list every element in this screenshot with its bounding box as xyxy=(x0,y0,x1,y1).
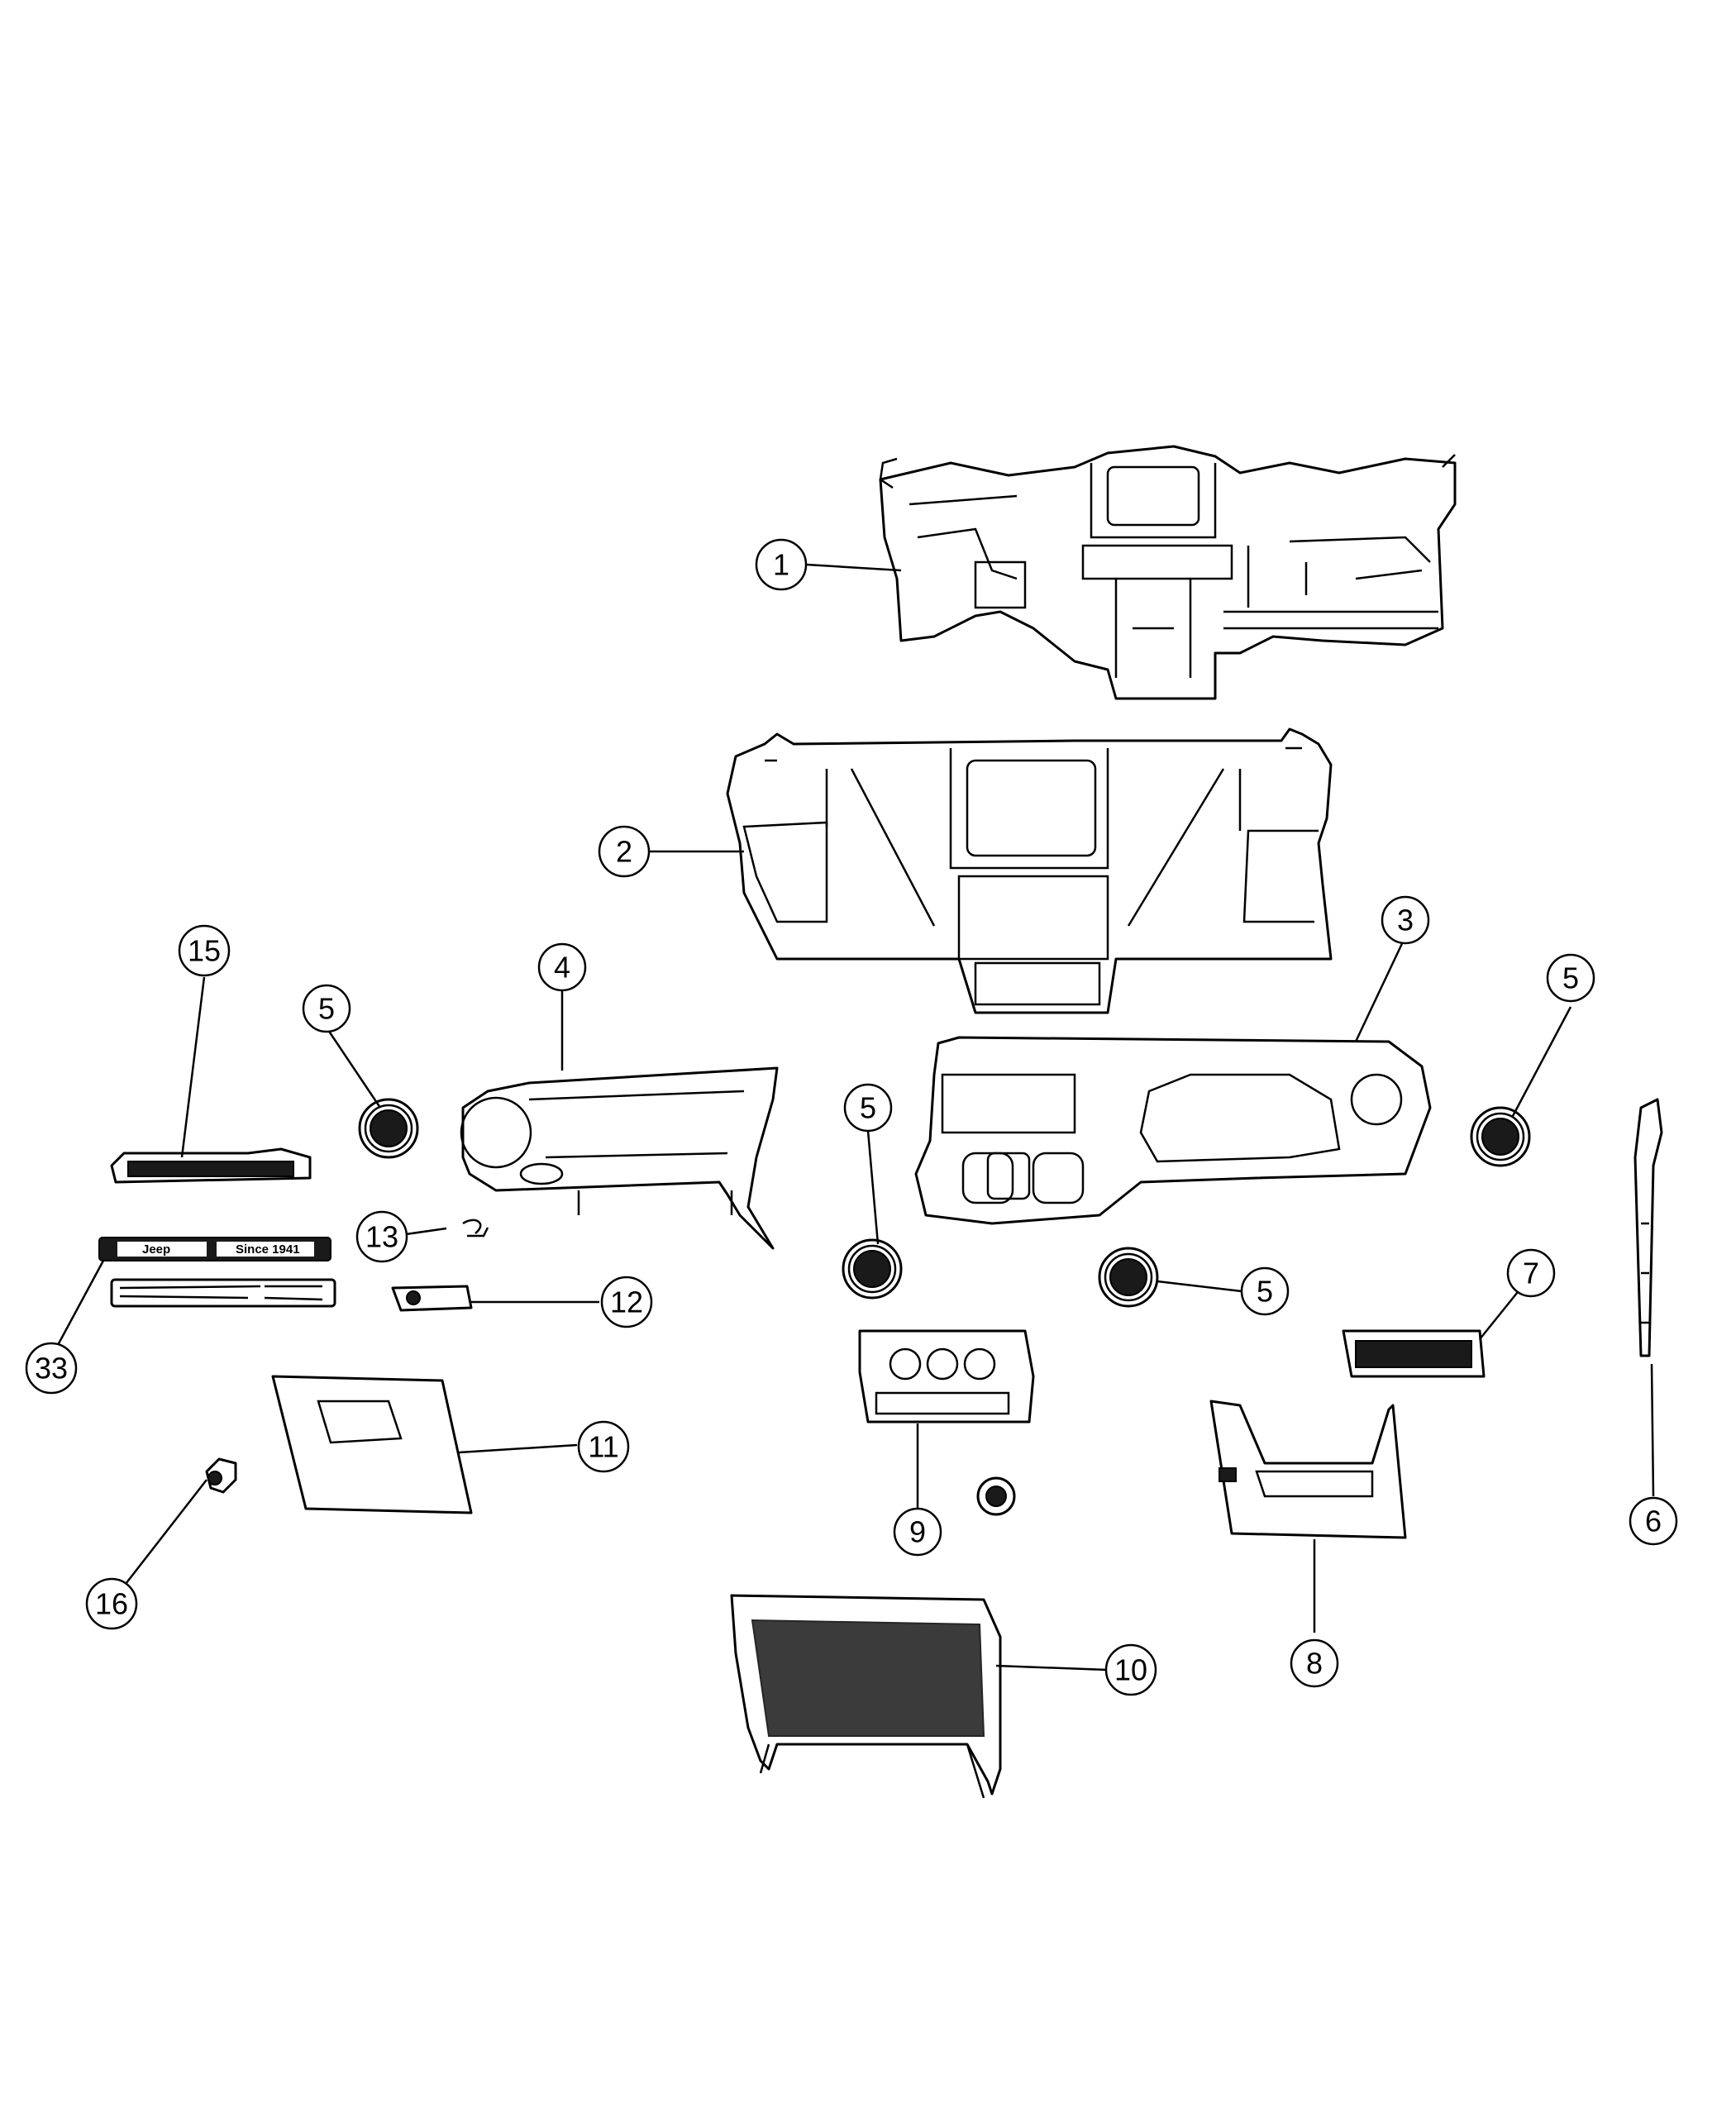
callout-8: 8 xyxy=(1290,1638,1339,1688)
callout-5-d: 5 xyxy=(1546,953,1595,1003)
callout-11: 11 xyxy=(577,1420,630,1473)
part-5-vent-b xyxy=(842,1238,903,1300)
callout-15-label: 15 xyxy=(188,934,221,968)
part-1-cross-car-beam xyxy=(879,445,1457,700)
part-9-hvac-control-bezel xyxy=(858,1329,1035,1516)
callout-1-label: 1 xyxy=(773,548,789,582)
callout-6-label: 6 xyxy=(1645,1505,1662,1538)
part-5-vent-d xyxy=(1470,1106,1531,1167)
part-10-storage-net xyxy=(730,1594,1002,1799)
callout-11-label: 11 xyxy=(588,1430,618,1464)
callout-13-label: 13 xyxy=(365,1220,398,1254)
callout-5-c-label: 5 xyxy=(1257,1275,1273,1309)
callout-10-label: 10 xyxy=(1114,1653,1147,1687)
part-33-badges: Jeep Since 1941 xyxy=(98,1237,336,1308)
callout-9-label: 9 xyxy=(909,1515,926,1549)
part-12-switch-bezel xyxy=(391,1285,473,1312)
part-4-passenger-dash-panel xyxy=(460,1066,779,1250)
callout-2-label: 2 xyxy=(616,835,632,869)
callout-2: 2 xyxy=(598,825,651,878)
part-13-clip xyxy=(462,1219,489,1238)
badge-jeep-text: Jeep xyxy=(142,1242,170,1257)
callout-5-a-label: 5 xyxy=(318,992,335,1026)
callout-6: 6 xyxy=(1629,1496,1678,1546)
callout-13: 13 xyxy=(355,1210,408,1263)
callout-5-a: 5 xyxy=(302,984,351,1033)
callout-9: 9 xyxy=(893,1507,942,1557)
part-2-instrument-panel-base xyxy=(726,727,1333,1014)
callout-3-label: 3 xyxy=(1397,904,1414,937)
callout-15: 15 xyxy=(178,924,231,977)
callout-10: 10 xyxy=(1104,1643,1157,1696)
callout-7: 7 xyxy=(1506,1248,1556,1298)
callout-12: 12 xyxy=(600,1276,653,1328)
callout-12-label: 12 xyxy=(610,1285,643,1319)
part-6-end-cap xyxy=(1633,1098,1663,1357)
callout-4: 4 xyxy=(537,942,587,992)
part-7-vent-grille xyxy=(1342,1329,1486,1378)
callout-5-d-label: 5 xyxy=(1562,961,1579,995)
callout-3: 3 xyxy=(1381,895,1430,945)
callout-33: 33 xyxy=(25,1342,78,1395)
callout-7-label: 7 xyxy=(1523,1257,1539,1290)
part-16-plug xyxy=(205,1457,237,1494)
part-11-glove-box-door xyxy=(271,1375,473,1514)
part-8-lower-bezel xyxy=(1209,1400,1407,1539)
callout-4-label: 4 xyxy=(554,951,570,985)
leader-lines xyxy=(56,563,1655,1672)
callout-16: 16 xyxy=(85,1577,138,1630)
callout-5-b: 5 xyxy=(843,1083,893,1133)
callout-16-label: 16 xyxy=(95,1587,128,1621)
part-5-vent-c xyxy=(1098,1247,1159,1308)
callout-5-b-label: 5 xyxy=(860,1091,876,1125)
callout-5-c: 5 xyxy=(1240,1266,1290,1316)
part-5-vent-a xyxy=(358,1098,419,1159)
callout-33-label: 33 xyxy=(35,1352,68,1385)
badge-since-text: Since 1941 xyxy=(236,1242,300,1257)
part-3-instrument-cluster-bezel xyxy=(914,1036,1432,1225)
callout-8-label: 8 xyxy=(1306,1647,1323,1681)
part-15-trim-bar xyxy=(110,1147,312,1184)
callout-1: 1 xyxy=(755,538,808,591)
